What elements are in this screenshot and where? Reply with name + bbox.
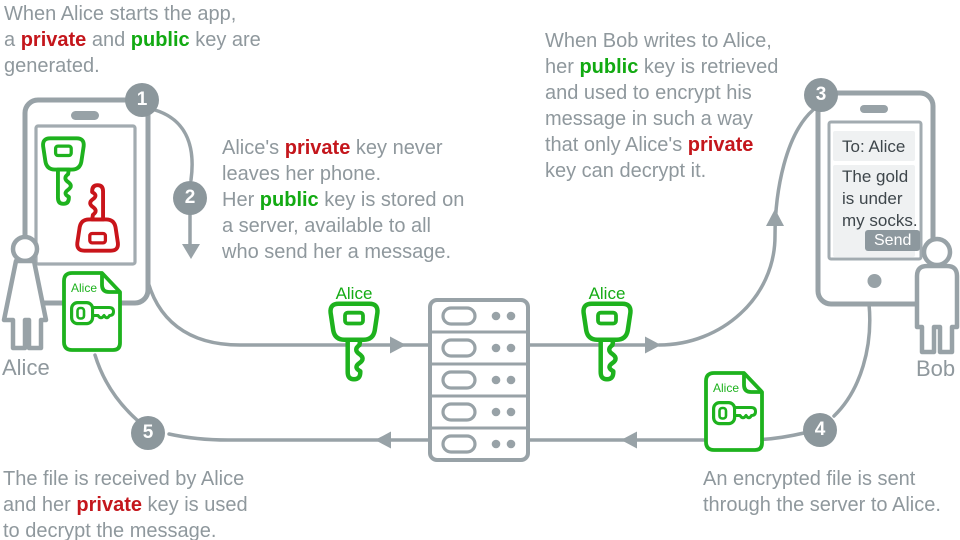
step-circle-5: 5 <box>131 416 165 450</box>
home-button-icon <box>867 274 882 288</box>
curve-up-to-bob-phone <box>657 108 815 347</box>
alice-public-key-retrieved-icon <box>584 304 631 380</box>
alice-public-key-upload-icon <box>331 304 378 380</box>
step-circle-3: 3 <box>804 78 838 112</box>
message-line: my socks. <box>842 211 918 230</box>
message-recipient-text: To: Alice <box>842 137 906 156</box>
message-line: is under <box>842 189 903 208</box>
arrowhead-left-icon <box>375 431 391 449</box>
alice-figure-icon <box>1 234 49 351</box>
arrowhead-up-icon <box>766 209 784 226</box>
arrow-step1-to-step2 <box>153 108 194 182</box>
step-3-text: When Bob writes to Alice,her public key … <box>545 30 779 182</box>
line-phone1-to-server <box>144 272 432 347</box>
curve-step5-to-file <box>93 353 139 422</box>
arrowhead-right-icon <box>645 336 661 354</box>
arrowhead-left-icon <box>621 431 637 449</box>
send-button: Send <box>865 230 921 251</box>
speaker-icon <box>860 105 888 113</box>
key-owner-label-right: Alice <box>588 284 626 303</box>
arrowhead-right-icon <box>390 336 406 354</box>
file-owner-label-right: Alice <box>713 381 740 395</box>
key-owner-label-left: Alice <box>335 284 373 303</box>
step-circle-1: 1 <box>125 83 159 117</box>
file-owner-label-left: Alice <box>71 281 98 295</box>
bob-name-label: Bob <box>916 356 956 381</box>
arrowhead-down-icon <box>182 244 200 259</box>
step-circle-4: 4 <box>803 413 837 447</box>
alice-name-label: Alice <box>2 355 50 380</box>
flow-connectors <box>93 108 872 442</box>
server-icon <box>428 298 530 462</box>
message-to-card <box>833 131 915 161</box>
bob-figure-icon <box>914 236 960 355</box>
message-line: The gold <box>842 167 909 186</box>
arrowheads <box>182 209 784 449</box>
line-server-to-step5 <box>167 432 432 442</box>
message-body-text: The gold is under my socks. <box>842 166 918 232</box>
speaker-icon <box>71 111 99 120</box>
step-1-text: When Alice starts the app,a private and … <box>4 3 261 77</box>
step-circle-2: 2 <box>173 181 207 215</box>
alice-phone-icon <box>22 97 151 306</box>
curve-bob-phone-to-step4 <box>832 302 872 418</box>
